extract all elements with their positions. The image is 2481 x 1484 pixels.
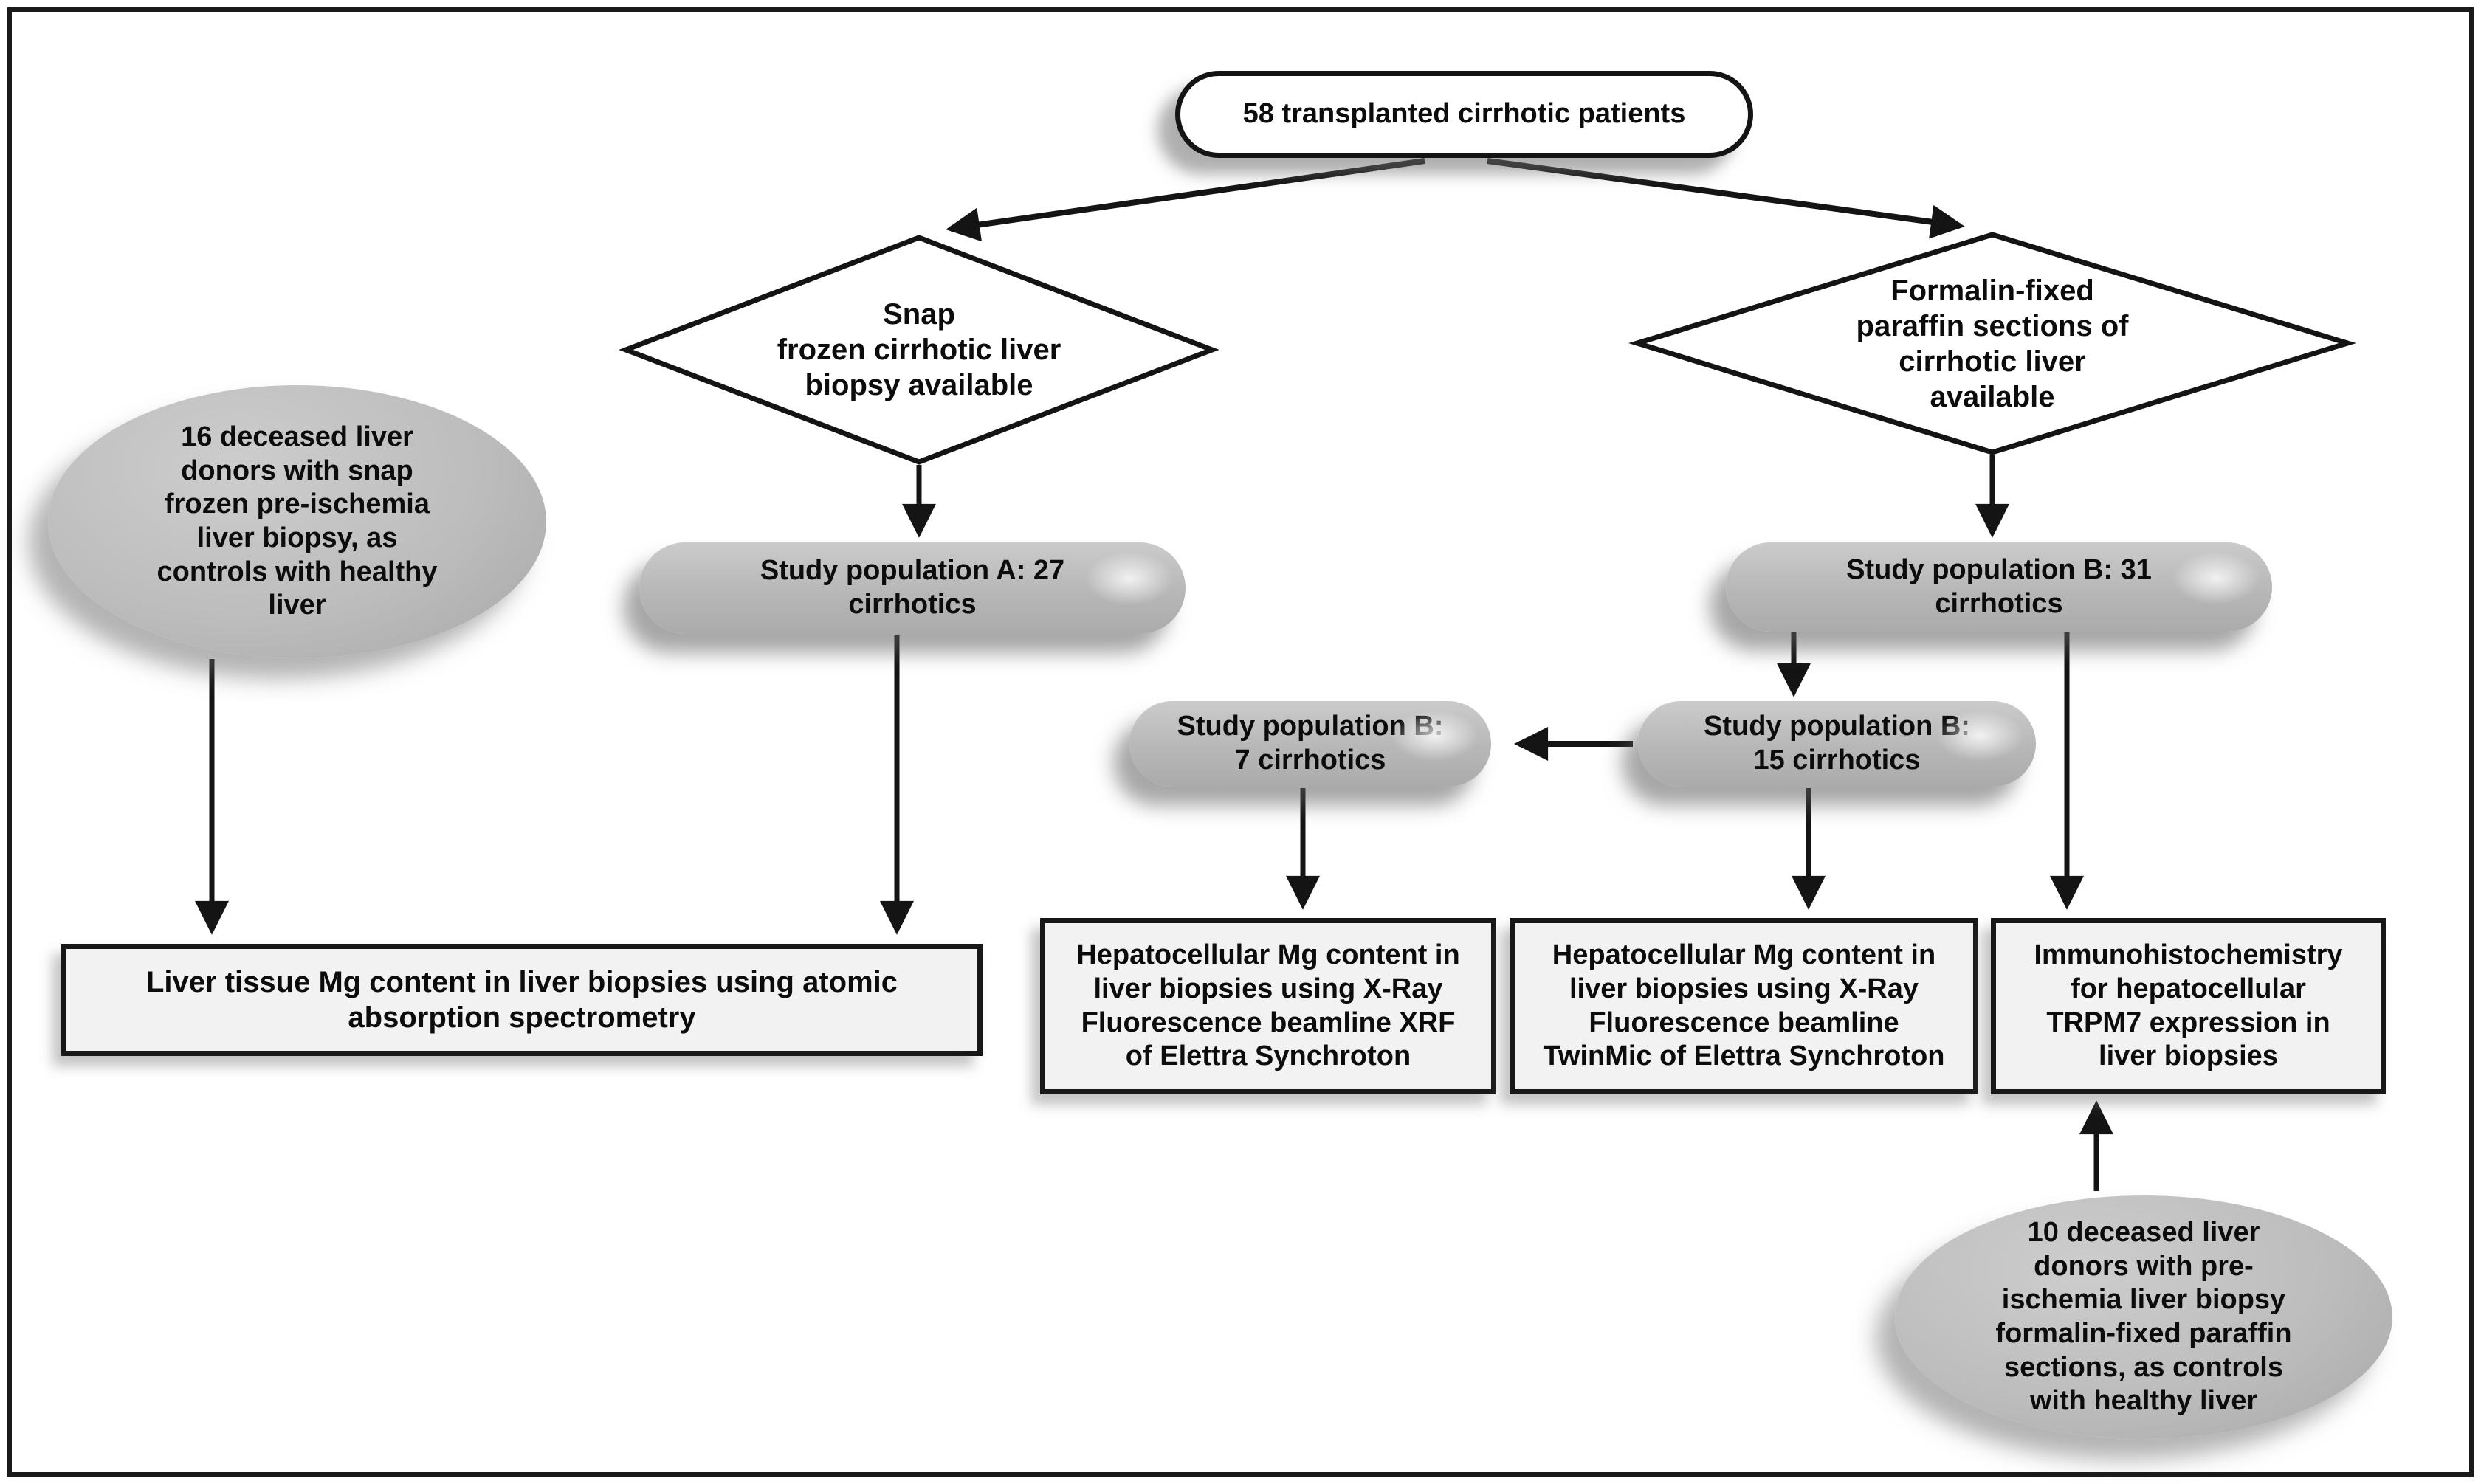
edge-patients-to-formalin-diamond bbox=[1487, 158, 1965, 239]
node-16-deceased-donors: 16 deceased liver donors with snap froze… bbox=[48, 385, 546, 658]
node-atomic-absorption-box: Liver tissue Mg content in liver biopsie… bbox=[61, 944, 983, 1056]
node-10-deceased-donors: 10 deceased liver donors with pre- ische… bbox=[1895, 1195, 2392, 1439]
node-study-population-b-7: Study population B: 7 cirrhotics bbox=[1129, 701, 1491, 787]
node-study-population-a-27: Study population A: 27 cirrhotics bbox=[639, 542, 1186, 634]
node-study-population-b-15: Study population B: 15 cirrhotics bbox=[1638, 701, 2036, 787]
formalin-fixed-diamond-shape bbox=[1628, 232, 2356, 455]
snap-frozen-diamond-shape bbox=[619, 235, 1219, 465]
edge-patients-to-snap-diamond bbox=[946, 158, 1425, 242]
node-xrf-beamline-box: Hepatocellular Mg content in liver biops… bbox=[1040, 918, 1496, 1094]
node-58-transplanted-patients: 58 transplanted cirrhotic patients bbox=[1175, 71, 1753, 158]
node-immunohistochemistry-box: Immunohistochemistry for hepatocellular … bbox=[1991, 918, 2386, 1094]
node-twinmic-beamline-box: Hepatocellular Mg content in liver biops… bbox=[1510, 918, 1978, 1094]
node-study-population-b-31: Study population B: 31 cirrhotics bbox=[1726, 542, 2272, 632]
